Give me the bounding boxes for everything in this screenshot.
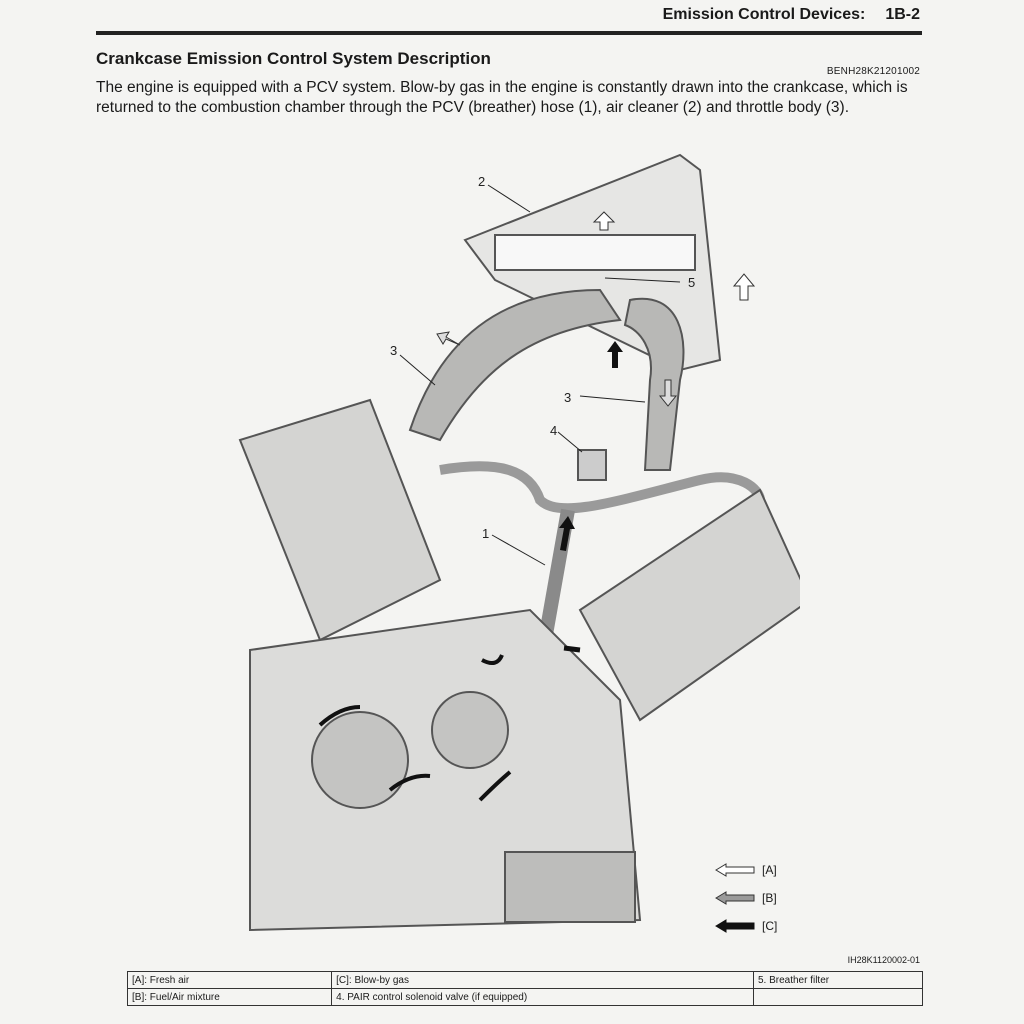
document-id: BENH28K21201002 (826, 66, 920, 77)
arrow-legend: [A] [B] [C] (714, 856, 824, 940)
intake-tube-front (408, 288, 622, 442)
fresh-air-arrow (592, 211, 616, 231)
blowby-arrow (607, 341, 623, 368)
front-cylinder-shape (238, 398, 442, 642)
rear-cylinder-shape (578, 488, 800, 722)
callout-4: 4 (550, 423, 557, 438)
pair-valve-shape (577, 449, 607, 481)
arrow-legend-a: [A] (714, 856, 824, 884)
table-cell: 5. Breather filter (752, 971, 924, 989)
callout-line-3a (399, 354, 436, 386)
blowby-arrow (318, 705, 361, 727)
table-cell: [B]: Fuel/Air mixture (126, 988, 333, 1006)
starter-motor-shape (504, 851, 636, 923)
section-title: Crankcase Emission Control System Descri… (96, 49, 491, 68)
arrow-legend-b: [B] (714, 884, 824, 912)
section-body: The engine is equipped with a PCV system… (96, 79, 908, 116)
engine-diagram: 2 5 3 3 4 1 (238, 153, 800, 932)
blowby-arrow (563, 645, 581, 653)
header-rule (96, 31, 922, 35)
callout-line-2 (487, 184, 531, 213)
callout-line-1 (491, 534, 546, 566)
callout-5: 5 (688, 275, 695, 290)
gear-circle (431, 691, 509, 769)
table-cell: [A]: Fresh air (126, 971, 333, 989)
callout-line-3b (579, 395, 646, 403)
blowby-arrow (478, 770, 512, 802)
callout-3a: 3 (390, 343, 397, 358)
intake-tube-rear (623, 297, 685, 471)
table-cell: [C]: Blow-by gas (331, 971, 754, 989)
legend-table: [A]: Fresh air [C]: Blow-by gas 5. Breat… (126, 971, 924, 1006)
callout-line-5 (604, 277, 681, 283)
arrow-legend-b-label: [B] (762, 891, 777, 905)
arrow-legend-c-label: [C] (762, 919, 778, 933)
callout-2: 2 (478, 174, 485, 189)
page-header: Emission Control Devices: 1B-2 (96, 6, 920, 24)
breather-filter-shape (494, 234, 696, 271)
mixture-legend-icon (715, 891, 755, 905)
fresh-air-legend-icon (715, 863, 755, 877)
fresh-air-arrow (732, 273, 756, 301)
figure-id: IH28K1120002-01 (847, 955, 920, 965)
crankcase-shape (249, 608, 642, 932)
table-cell: 4. PAIR control solenoid valve (if equip… (331, 988, 754, 1006)
table-cell (752, 988, 924, 1006)
blowby-arrow (388, 773, 431, 792)
pair-hose (439, 461, 765, 514)
mixture-arrow (658, 379, 678, 407)
header-title: Emission Control Devices: (662, 6, 866, 23)
table-row: [B]: Fuel/Air mixture 4. PAIR control so… (126, 988, 924, 1006)
header-page-number: 1B-2 (885, 6, 920, 23)
mixture-arrow (436, 331, 461, 346)
blowby-arrow (481, 654, 504, 666)
callout-line-4 (557, 431, 583, 453)
arrow-legend-c: [C] (714, 912, 824, 940)
blowby-legend-icon (715, 919, 755, 933)
callout-3b: 3 (564, 390, 571, 405)
blowby-arrow (559, 516, 575, 551)
table-row: [A]: Fresh air [C]: Blow-by gas 5. Breat… (126, 971, 924, 989)
flow-arrows (318, 211, 756, 802)
arrow-legend-a-label: [A] (762, 863, 777, 877)
callout-1: 1 (482, 526, 489, 541)
crank-circle (311, 711, 409, 809)
